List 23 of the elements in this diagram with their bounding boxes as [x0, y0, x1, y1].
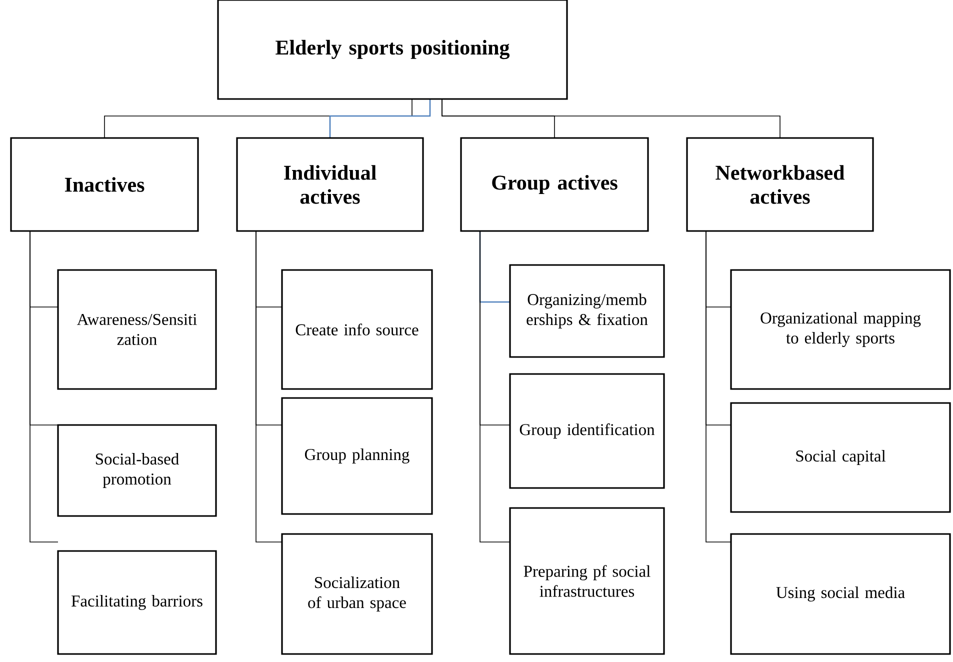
item-box: Preparing pf social infrastructures: [509, 507, 665, 655]
item-box: Group identification: [509, 373, 665, 489]
category-box: Networkbased actives: [686, 137, 874, 232]
item-box: Using social media: [730, 533, 951, 655]
category-box: Group actives: [460, 137, 649, 232]
category-box: Individual actives: [236, 137, 424, 232]
connector-line: [442, 98, 780, 138]
connector-line: [30, 230, 58, 542]
item-box: Organizational mapping to elderly sports: [730, 269, 951, 390]
item-box: Social capital: [730, 402, 951, 513]
connector-line: [480, 230, 510, 542]
item-box: Organizing/memb erships & fixation: [509, 264, 665, 358]
item-box: Awareness/Sensiti zation: [57, 269, 217, 390]
connector-line: [329, 99, 431, 138]
item-box: Group planning: [281, 397, 433, 515]
title-box: Elderly sports positioning: [217, 0, 568, 100]
item-box: Create info source: [281, 269, 433, 390]
category-box: Inactives: [10, 137, 199, 232]
connector-line: [706, 230, 732, 542]
item-box: Social-based promotion: [57, 424, 217, 517]
item-box: Facilitating barriors: [57, 550, 217, 655]
item-box: Socialization of urban space: [281, 533, 433, 655]
connector-line: [256, 230, 282, 542]
